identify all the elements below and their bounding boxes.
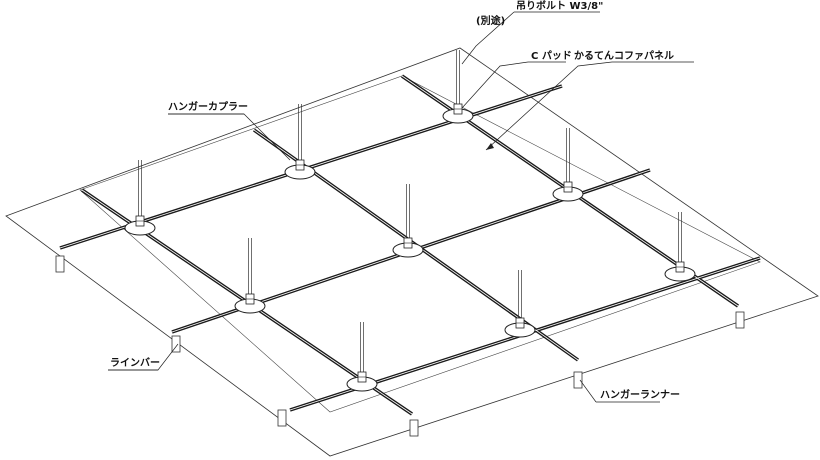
leader-panel bbox=[485, 61, 613, 151]
label-line-bar: ラインバー bbox=[110, 357, 160, 369]
leader-c-pad bbox=[461, 61, 529, 109]
runner-foot bbox=[735, 311, 745, 329]
leader-runner-stem bbox=[579, 379, 597, 403]
runner-foot bbox=[277, 409, 287, 427]
leader-lines bbox=[108, 11, 660, 403]
runner-foot bbox=[573, 371, 583, 389]
label-panel: かるてんコファパネル bbox=[574, 50, 674, 62]
label-c-pad: C パッド bbox=[531, 50, 572, 62]
ceiling-outline bbox=[5, 47, 819, 457]
hanger-assemblies bbox=[124, 50, 696, 392]
label-coupler: ハンガーカプラー bbox=[168, 100, 248, 113]
leader-underlines bbox=[108, 11, 694, 371]
runner-foot bbox=[55, 255, 65, 273]
leader-arrowhead bbox=[486, 143, 494, 150]
panel-area-outline bbox=[79, 75, 761, 413]
leader-bolt bbox=[461, 11, 515, 65]
label-bolt-note: (別途) bbox=[476, 14, 505, 27]
runner-foot bbox=[409, 419, 419, 437]
runner-feet bbox=[55, 255, 745, 437]
label-runner: ハンガーランナー bbox=[600, 388, 680, 401]
label-bolt: 吊りボルト W3/8" bbox=[516, 0, 603, 12]
runner-foot bbox=[171, 335, 181, 353]
